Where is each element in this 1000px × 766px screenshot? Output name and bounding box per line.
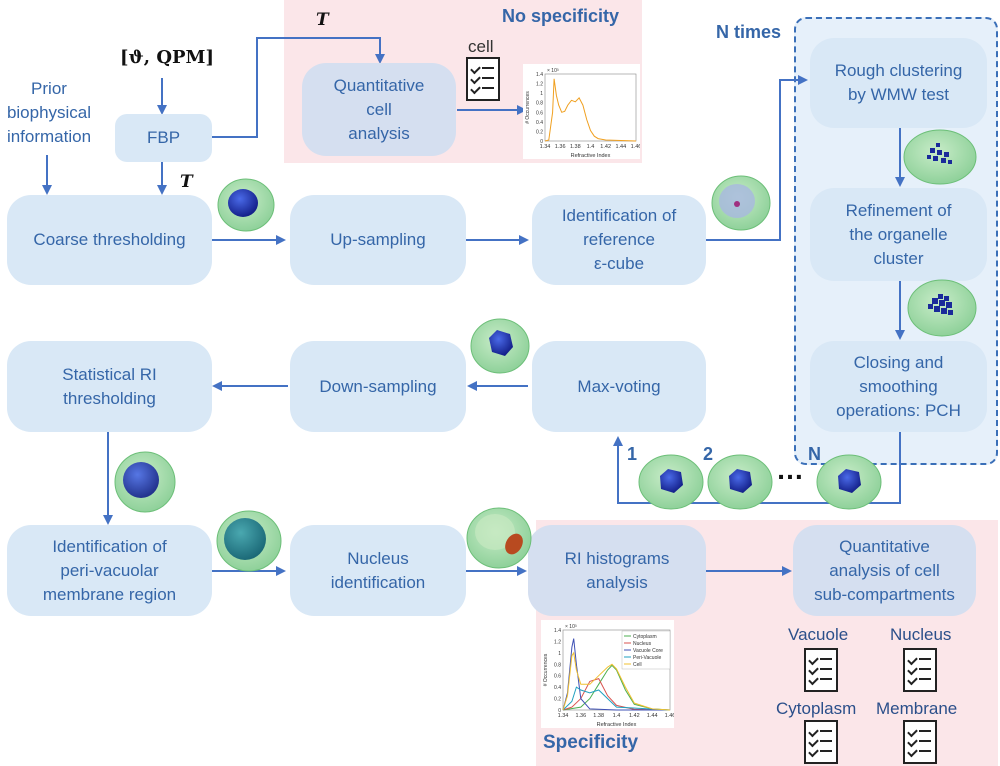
coarse-thresholding-box: Coarse thresholding [7, 195, 212, 285]
cell-peri-vacuolar-icon [216, 510, 282, 572]
no-specificity-title: No specificity [502, 6, 620, 26]
identification-reference-box: Identification of reference ε-cube [532, 195, 706, 285]
rough-clustering-box: Rough clustering by WMW test [810, 38, 987, 128]
y-multiplier: × 10³ [547, 68, 559, 74]
compartment-ri-histogram-chart: 1.34 1.36 1.38 1.4 1.42 1.44 1.46 0 0.2 0.4 0.6 0.8… [541, 620, 674, 728]
iteration-2-label: 2 [703, 444, 714, 464]
compartment-cytoplasm-label: Cytoplasm [776, 699, 857, 718]
x-axis-label: Refractive Index [571, 153, 611, 159]
y-tick-label: 0.6 [554, 674, 561, 680]
x-tick-label: 1.4 [587, 144, 595, 150]
x-tick-label: 1.38 [593, 713, 604, 719]
fbp-box: FBP [115, 114, 212, 162]
y-multiplier: × 10³ [565, 624, 577, 630]
series-line [562, 638, 670, 711]
y-tick-label: 0.2 [554, 697, 561, 703]
n-times-title: N times [716, 22, 782, 42]
checklist-icon-cell [466, 57, 500, 101]
y-tick-label: 1.2 [536, 82, 543, 88]
closing-smoothing-box: Closing and smoothing operations: PCH [810, 341, 987, 432]
cell-refined-cluster-icon [907, 279, 977, 337]
cell-coarse-icon [217, 178, 275, 232]
y-tick-label: 0.8 [554, 662, 561, 668]
legend-label: Cell [633, 662, 642, 668]
iteration-n-label: N [808, 444, 821, 464]
y-tick-label: 1 [540, 91, 543, 97]
y-tick-label: 0.4 [536, 120, 543, 126]
series-line [562, 651, 671, 711]
x-axis-label: Refractive Index [597, 722, 637, 728]
cell-label: cell [468, 37, 494, 56]
refinement-box: Refinement of the organelle cluster [810, 188, 987, 281]
plot-frame [544, 73, 637, 142]
y-axis-label: # Occurrences [525, 91, 531, 124]
statistical-ri-box: Statistical RI thresholding [7, 341, 212, 432]
cell-rough-cluster-icon [903, 129, 977, 185]
cell-iteration-1-icon [638, 454, 704, 510]
x-tick-label: 1.38 [570, 144, 581, 150]
prior-info-label: Prior biophysical information [6, 79, 92, 146]
down-sampling-box: Down-sampling [290, 341, 466, 432]
iteration-dots: … [776, 454, 804, 485]
legend-label: Peri-Vacuole [633, 655, 661, 661]
checklist-icon-nucleus [903, 648, 937, 692]
legend-label: Cytoplasm [633, 634, 657, 640]
x-tick-label: 1.42 [629, 713, 640, 719]
x-tick-label: 1.4 [613, 713, 621, 719]
y-tick-label: 1.4 [536, 72, 543, 78]
cell-iteration-n-icon [816, 454, 882, 510]
cell-iteration-2-icon [707, 454, 773, 510]
cell-nucleus-icon [466, 507, 532, 569]
series-line [562, 664, 671, 711]
series-line [562, 686, 671, 711]
y-axis-label: # Occurrences [543, 653, 549, 686]
series-line [544, 78, 637, 142]
quantitative-cell-analysis-box: Quantitative cell analysis [302, 63, 456, 156]
x-tick-label: 1.46 [631, 144, 640, 150]
x-tick-label: 1.46 [665, 713, 674, 719]
x-tick-label: 1.44 [615, 144, 626, 150]
ri-histograms-box: RI histograms analysis [528, 525, 706, 616]
checklist-icon-cytoplasm [804, 720, 838, 764]
nucleus-identification-box: Nucleus identification [290, 525, 466, 616]
checklist-icon-membrane [903, 720, 937, 764]
y-tick-label: 0 [558, 708, 561, 714]
y-tick-label: 1.2 [554, 639, 561, 645]
up-sampling-box: Up-sampling [290, 195, 466, 285]
x-tick-label: 1.44 [647, 713, 658, 719]
x-tick-label: 1.42 [600, 144, 611, 150]
x-tick-label: 1.34 [540, 144, 551, 150]
checklist-icon-vacuole [804, 648, 838, 692]
y-tick-label: 1 [558, 651, 561, 657]
compartment-membrane-label: Membrane [876, 699, 958, 718]
y-tick-label: 0 [540, 139, 543, 145]
compartment-vacuole-label: Vacuole [788, 625, 849, 644]
iteration-1-label: 1 [627, 444, 638, 464]
x-tick-label: 1.34 [558, 713, 569, 719]
cell-statistical-icon [114, 451, 176, 513]
cell-ri-histogram-chart: 1.34 1.36 1.38 1.4 1.42 1.44 1.46 0 0.2 0.4 0.6 0.8… [523, 64, 640, 159]
cell-max-voting-icon [470, 318, 530, 374]
legend-label: Vacuole Core [633, 648, 663, 654]
t-label-top: T [316, 10, 329, 30]
peri-vacuolar-box: Identification of peri-vacuolar membrane… [7, 525, 212, 616]
specificity-title: Specificity [543, 732, 639, 753]
max-voting-box: Max-voting [532, 341, 706, 432]
y-tick-label: 0.8 [536, 101, 543, 107]
x-tick-label: 1.36 [555, 144, 566, 150]
y-tick-label: 0.2 [536, 129, 543, 135]
y-tick-label: 1.4 [554, 628, 561, 634]
y-tick-label: 0.4 [554, 685, 561, 691]
t-label-mid: T [180, 172, 193, 192]
cell-epsilon-cube-icon [711, 175, 771, 231]
x-tick-label: 1.36 [575, 713, 586, 719]
y-tick-label: 0.6 [536, 110, 543, 116]
compartment-nucleus-label: Nucleus [890, 625, 952, 644]
legend-label: Nucleus [633, 641, 652, 647]
theta-qpm-label: [ϑ, QPM] [120, 47, 214, 68]
quantitative-sub-compartments-box: Quantitative analysis of cell sub-compar… [793, 525, 976, 616]
